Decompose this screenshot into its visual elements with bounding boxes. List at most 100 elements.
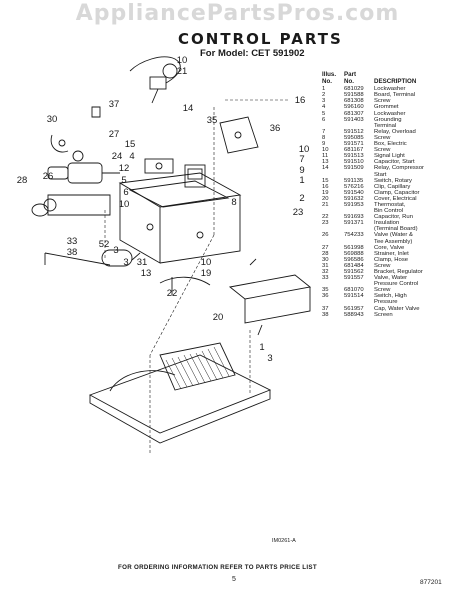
part-number: 591512 [344, 128, 364, 135]
illus-number: 11 [322, 153, 329, 160]
callout-label: 38 [67, 247, 78, 258]
callout-label: 30 [47, 114, 58, 125]
callout-label: 33 [67, 236, 78, 247]
callout-label: 28 [17, 175, 28, 186]
part-description: Screw [374, 287, 391, 294]
callout-label: 3 [123, 257, 128, 268]
illus-number: 36 [322, 293, 329, 300]
header-part-line1: Part [344, 71, 357, 78]
illus-number: 7 [322, 128, 326, 135]
illus-number: 31 [322, 262, 329, 269]
part-description: Start [374, 171, 387, 178]
part-description: Cover, Electrical [374, 195, 417, 202]
part-number: 591509 [344, 165, 364, 172]
part-number: 681029 [344, 86, 364, 93]
watermark-text: AppliancePartsPros.com [75, 1, 400, 26]
part-number: 754233 [344, 232, 364, 239]
illus-number: 15 [322, 177, 329, 184]
illus-number: 38 [322, 311, 329, 318]
part-number: 591371 [344, 220, 364, 227]
illus-number: 35 [322, 287, 329, 294]
part-description: Screw [374, 134, 391, 141]
table-row: Pressure Control [322, 281, 472, 287]
part-description: Clamp, Capacitor [374, 189, 420, 196]
part-description: Clip, Capillary [374, 183, 411, 190]
callout-label: 9 [299, 165, 304, 176]
table-row: Tee Assembly) [322, 239, 472, 245]
illus-number: 20 [322, 195, 329, 202]
page-title: CONTROL PARTS [178, 30, 343, 48]
illus-number: 1 [322, 86, 326, 93]
part-number: 591562 [344, 269, 364, 275]
callout-label: 16 [295, 95, 306, 106]
table-row: Terminal [322, 123, 472, 129]
illus-number: 22 [322, 214, 329, 221]
callout-label: 7 [299, 154, 304, 165]
part-description: Screw [374, 147, 391, 154]
callout-label: 1 [259, 342, 264, 353]
part-description: Screen [374, 311, 393, 318]
column-header-part: Part No. [344, 71, 374, 86]
callout-label: 5 [121, 175, 126, 186]
part-description: Bracket, Regulator [374, 269, 423, 275]
callout-label: 6 [123, 187, 128, 198]
part-description: Relay, Compressor [374, 165, 424, 172]
table-row: Start [322, 172, 472, 178]
illus-number: 16 [322, 183, 329, 190]
part-description: Screw [374, 262, 391, 269]
part-description: Valve, Water [374, 275, 408, 282]
illus-number: 30 [322, 256, 329, 263]
part-number: 681167 [344, 147, 364, 154]
illus-number: 14 [322, 165, 329, 172]
part-number: 591632 [344, 195, 364, 202]
part-number: 591953 [344, 201, 364, 208]
part-description: Core, Valve [374, 244, 405, 251]
parts-diagram: 10 21 16 14 35 36 37 30 27 15 4 12 24 9 … [17, 55, 312, 455]
callout-label: 15 [125, 139, 136, 150]
part-description: Tee Assembly) [374, 238, 413, 245]
callout-label: 20 [213, 312, 224, 323]
illus-number: 9 [322, 141, 326, 148]
part-description: Signal Light [374, 153, 405, 160]
model-line: For Model: CET 591902 [200, 48, 305, 59]
callout-label: 26 [43, 171, 54, 182]
part-description: Relay, Overload [374, 128, 416, 135]
part-number: 591588 [344, 92, 364, 99]
illus-number: 26 [322, 232, 329, 239]
header-illus-line2: No. [322, 77, 332, 85]
part-description: Terminal [374, 122, 397, 129]
part-description: Board, Terminal [374, 92, 416, 99]
part-description: Grounding [374, 116, 402, 123]
callout-label: 37 [109, 99, 120, 110]
part-description: Grommet [374, 104, 399, 111]
part-description: Lockwasher [374, 110, 406, 117]
part-description: Bin Control [374, 208, 404, 215]
part-number: 591557 [344, 275, 364, 282]
callout-label: 21 [177, 66, 188, 77]
illus-number: 37 [322, 305, 329, 312]
callout-label: 27 [109, 129, 120, 140]
part-number: 591403 [344, 116, 364, 123]
callout-label: 24 [112, 151, 123, 162]
